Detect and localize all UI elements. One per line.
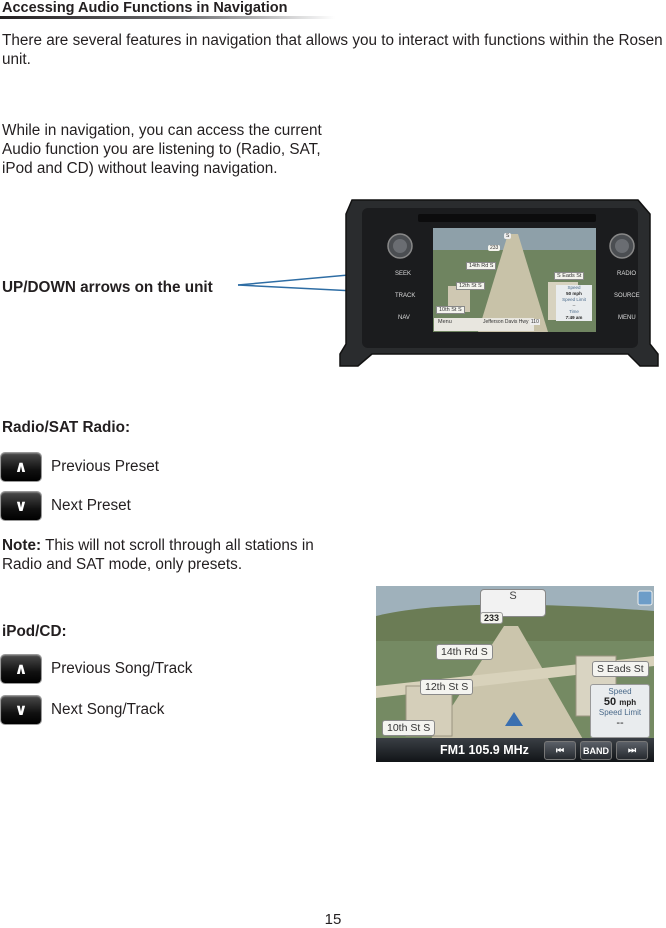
preset-down-button[interactable]: ∨ <box>1 492 41 520</box>
source-button-label: SOURCE <box>614 293 640 299</box>
audio-status-bar: FM1 105.9 MHz ⏮ BAND ⏭ <box>376 738 654 762</box>
device-route-shield: 233 <box>488 245 501 251</box>
previous-track-label: Previous Song/Track <box>51 660 193 677</box>
nav-speed-panel: Speed 50 mph Speed Limit -- <box>590 684 650 738</box>
nav-street-label: 10th St S <box>382 720 436 736</box>
head-unit-image: SEEK TRACK NAV RADIO SOURCE MENU S 233 1… <box>338 194 660 370</box>
device-street-label: 10th St S <box>436 306 465 314</box>
callout-label: UP/DOWN arrows on the unit <box>2 279 213 296</box>
device-speed-panel: Speed 50 mph Speed Limit -- Time 7:49 am <box>556 285 592 321</box>
seek-button-label: SEEK <box>395 271 412 277</box>
radio-note: Note: This will not scroll through all s… <box>2 536 352 574</box>
next-track-label: Next Song/Track <box>51 701 165 718</box>
radio-frequency: FM1 105.9 MHz <box>440 743 529 757</box>
page-title: Accessing Audio Functions in Navigation <box>2 0 288 16</box>
nav-street-label: 14th Rd S <box>436 644 493 660</box>
device-compass: S <box>504 233 512 239</box>
intro-paragraph: There are several features in navigation… <box>2 32 663 68</box>
access-paragraph: While in navigation, you can access the … <box>2 122 322 177</box>
note-label: Note: <box>2 537 42 554</box>
nav-street-label: 12th St S <box>420 679 474 695</box>
ipod-heading: iPod/CD: <box>2 623 67 640</box>
track-up-button[interactable]: ∧ <box>1 655 41 683</box>
previous-track-icon[interactable]: ⏮ <box>544 741 576 760</box>
next-preset-label: Next Preset <box>51 497 131 514</box>
nav-route-shield: 233 <box>480 612 504 624</box>
band-button[interactable]: BAND <box>580 741 612 760</box>
radio-heading: Radio/SAT Radio: <box>2 419 131 436</box>
device-street-label: S Eads St <box>554 272 585 280</box>
device-highway-label: Jefferson Davis Hwy 110 <box>483 319 540 325</box>
nav-street-label: S Eads St <box>592 661 649 677</box>
preset-up-button[interactable]: ∧ <box>1 453 41 481</box>
device-menu-softkey: Menu <box>438 319 452 325</box>
radio-button-label: RADIO <box>617 271 637 277</box>
title-underline <box>0 16 335 19</box>
device-street-label: 14th Rd S <box>466 262 497 270</box>
track-down-button[interactable]: ∨ <box>1 696 41 724</box>
previous-preset-label: Previous Preset <box>51 458 159 475</box>
note-text: This will not scroll through all station… <box>2 537 314 573</box>
device-street-label: 12th St S <box>456 282 485 290</box>
next-track-icon[interactable]: ⏭ <box>616 741 648 760</box>
menu-button-label: MENU <box>618 315 636 321</box>
track-button-label: TRACK <box>395 293 416 299</box>
navigation-screen-image: S 233 14th Rd S 12th St S 10th St S S Ea… <box>376 586 654 762</box>
nav-button-label: NAV <box>398 315 410 321</box>
page-number: 15 <box>324 911 342 928</box>
